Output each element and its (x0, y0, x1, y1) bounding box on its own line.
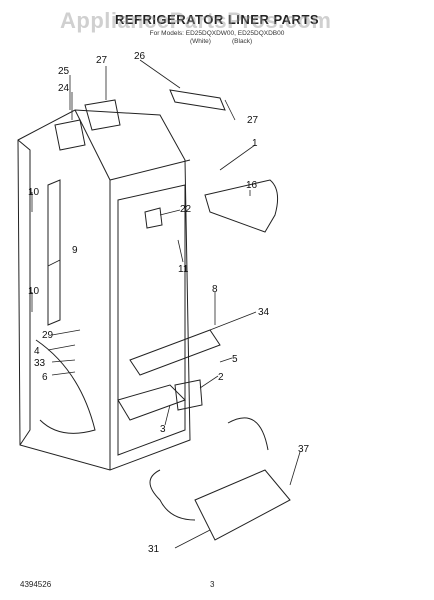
callout-37: 37 (298, 444, 310, 455)
part-31 (194, 469, 291, 541)
callout-26: 26 (134, 51, 146, 62)
callout-27-right: 27 (247, 115, 259, 126)
page-title: REFRIGERATOR LINER PARTS (114, 12, 320, 27)
callout-25: 25 (58, 66, 70, 77)
model-line: For Models: ED25DQXDW00, ED25DQXDB00 (149, 30, 285, 37)
callout-labels: 1 2 3 4 5 6 8 9 10 10 11 16 22 24 25 26 … (28, 51, 310, 555)
callout-10-top: 10 (28, 187, 40, 198)
callout-24: 24 (58, 83, 70, 94)
callout-9: 9 (72, 245, 78, 256)
watermark: AppliancePartsPros.com (60, 8, 332, 33)
callout-27-top: 27 (96, 55, 108, 66)
part-16 (204, 179, 279, 233)
callout-11: 11 (178, 264, 189, 275)
color-black: (Black) (232, 38, 253, 45)
part-34 (129, 329, 221, 376)
callout-33: 33 (34, 358, 46, 369)
callout-34: 34 (258, 307, 270, 318)
callout-16: 16 (246, 180, 258, 191)
callout-29: 29 (42, 330, 54, 341)
part-24 (54, 119, 86, 151)
callout-31: 31 (148, 544, 160, 555)
page-number: 3 (210, 580, 215, 589)
callout-8: 8 (212, 284, 218, 295)
callout-2: 2 (218, 372, 224, 383)
callout-5: 5 (232, 354, 238, 365)
liner-outline (17, 109, 191, 471)
part-25 (84, 99, 121, 131)
part-26 (169, 89, 226, 111)
callout-6: 6 (42, 372, 48, 383)
callout-3: 3 (160, 424, 166, 435)
color-white: (White) (190, 38, 211, 45)
callout-1: 1 (252, 138, 258, 149)
part-2 (174, 379, 203, 411)
callout-22: 22 (180, 204, 192, 215)
callout-4: 4 (34, 346, 40, 357)
doc-number: 4394526 (20, 580, 52, 589)
part-22 (144, 207, 163, 229)
callout-10-bottom: 10 (28, 286, 40, 297)
